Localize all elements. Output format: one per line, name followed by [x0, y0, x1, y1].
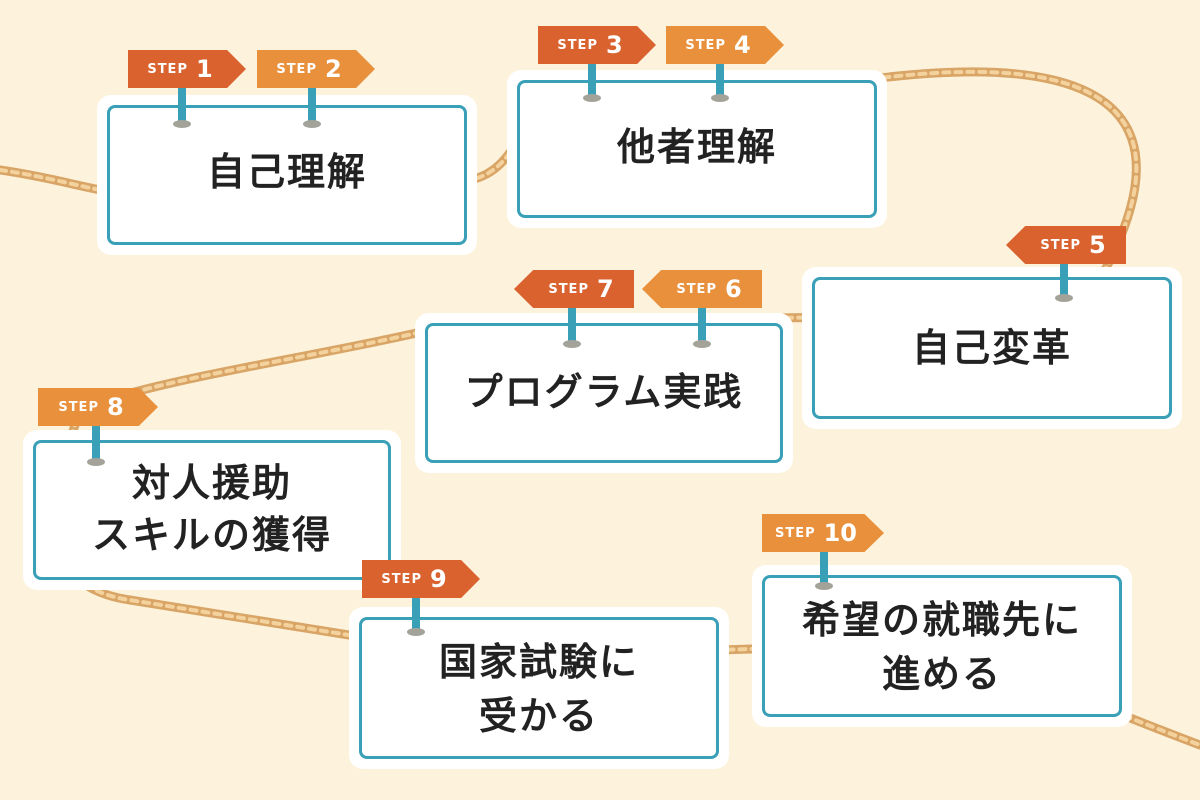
card-label-line-1: 国家試験に: [438, 640, 639, 684]
signpost-base: [87, 458, 105, 466]
step-number: 8: [106, 393, 124, 421]
step-word: STEP: [276, 61, 317, 77]
signpost-base: [407, 628, 425, 636]
signpost-pole: [412, 596, 420, 632]
card-self-transformation: 自己変革: [802, 267, 1182, 429]
signpost-pole: [568, 306, 576, 344]
signpost-pole: [820, 552, 828, 586]
card-desired-job: 希望の就職先に 進める: [752, 565, 1132, 727]
step-word: STEP: [685, 37, 726, 53]
card-label-line-2: 受かる: [478, 694, 599, 738]
signpost-pole: [178, 86, 186, 124]
step-word: STEP: [557, 37, 598, 53]
step-number: 1: [195, 55, 213, 83]
step-word: STEP: [58, 399, 99, 415]
signpost-pole: [588, 62, 596, 98]
step-number: 6: [724, 275, 742, 303]
signpost-base: [711, 94, 729, 102]
card-label-line-2: 進める: [881, 652, 1002, 696]
step-sign-3: STEP 3: [538, 26, 656, 64]
signpost-pole: [716, 62, 724, 98]
card-label-line-1: 対人援助: [131, 461, 292, 505]
step-number: 4: [733, 31, 751, 59]
card-label: 他者理解: [616, 125, 777, 169]
signpost-base: [693, 340, 711, 348]
card-label: 自己理解: [206, 150, 367, 194]
step-number: 10: [823, 519, 858, 547]
step-number: 7: [596, 275, 614, 303]
card-national-exam: 国家試験に 受かる: [349, 607, 729, 769]
card-label-line-1: 希望の就職先に: [801, 598, 1082, 642]
signpost-base: [583, 94, 601, 102]
step-word: STEP: [147, 61, 188, 77]
step-word: STEP: [676, 281, 717, 297]
signpost-pole: [308, 86, 316, 124]
step-word: STEP: [548, 281, 589, 297]
step-sign-4: STEP 4: [666, 26, 784, 64]
signpost-pole: [698, 306, 706, 344]
step-number: 2: [324, 55, 342, 83]
signpost-base: [173, 120, 191, 128]
step-number: 3: [605, 31, 623, 59]
card-label: プログラム実践: [464, 370, 744, 414]
card-label: 自己変革: [911, 326, 1072, 370]
card-interpersonal-skills: 対人援助 スキルの獲得: [23, 430, 401, 590]
step-word: STEP: [774, 525, 816, 541]
step-sign-7: STEP 7: [514, 270, 634, 308]
card-self-understanding: 自己理解: [97, 95, 477, 255]
step-sign-1: STEP 1: [128, 50, 246, 88]
signpost-base: [1055, 294, 1073, 302]
step-word: STEP: [1040, 237, 1081, 253]
step-sign-2: STEP 2: [257, 50, 375, 88]
signpost-base: [303, 120, 321, 128]
step-sign-5: STEP 5: [1006, 226, 1126, 264]
step-number: 5: [1088, 231, 1106, 259]
signpost-base: [563, 340, 581, 348]
step-number: 9: [429, 565, 447, 593]
step-sign-6: STEP 6: [642, 270, 762, 308]
card-program-practice: プログラム実践: [415, 313, 793, 473]
step-sign-9: STEP 9: [362, 560, 480, 598]
signpost-pole: [92, 424, 100, 462]
card-understanding-others: 他者理解: [507, 70, 887, 228]
step-sign-8: STEP 8: [38, 388, 158, 426]
signpost-base: [815, 582, 833, 590]
step-word: STEP: [381, 571, 422, 587]
card-label-line-2: スキルの獲得: [91, 513, 332, 557]
step-sign-10: STEP 10: [762, 514, 884, 552]
signpost-pole: [1060, 262, 1068, 298]
